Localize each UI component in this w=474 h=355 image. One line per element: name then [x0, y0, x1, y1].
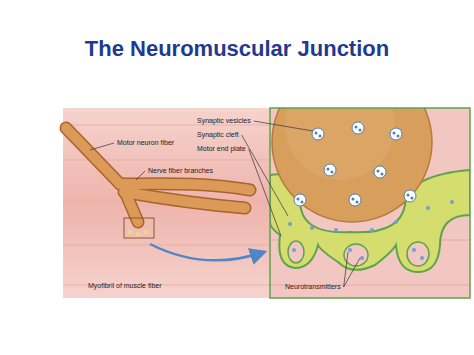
leader-line	[344, 258, 360, 287]
part-label: Myofibril of muscle fiber	[88, 282, 162, 290]
part-label: Synaptic vesicles	[197, 117, 251, 125]
leader-line	[249, 149, 281, 236]
leader-line	[136, 171, 145, 180]
muscle-fiber	[63, 108, 270, 298]
axon-terminal	[272, 108, 432, 222]
leader-line	[254, 121, 313, 131]
zoom-box	[124, 218, 154, 238]
leader-line	[344, 252, 348, 287]
part-label: Nerve fiber branches	[148, 167, 213, 175]
title: The Neuromuscular Junction	[0, 36, 474, 62]
motor-neuron	[66, 128, 250, 222]
leader-line	[90, 143, 114, 150]
leader-line	[242, 135, 288, 216]
part-label: Motor neuron fiber	[117, 139, 174, 147]
zoom-arrow	[150, 244, 264, 260]
neurotransmitters	[288, 200, 454, 260]
part-label: Synaptic cleft	[197, 131, 239, 139]
part-label: Neurotransmitters	[285, 283, 341, 291]
part-label: Motor end plate	[197, 145, 246, 153]
synaptic-vesicles	[294, 122, 416, 206]
